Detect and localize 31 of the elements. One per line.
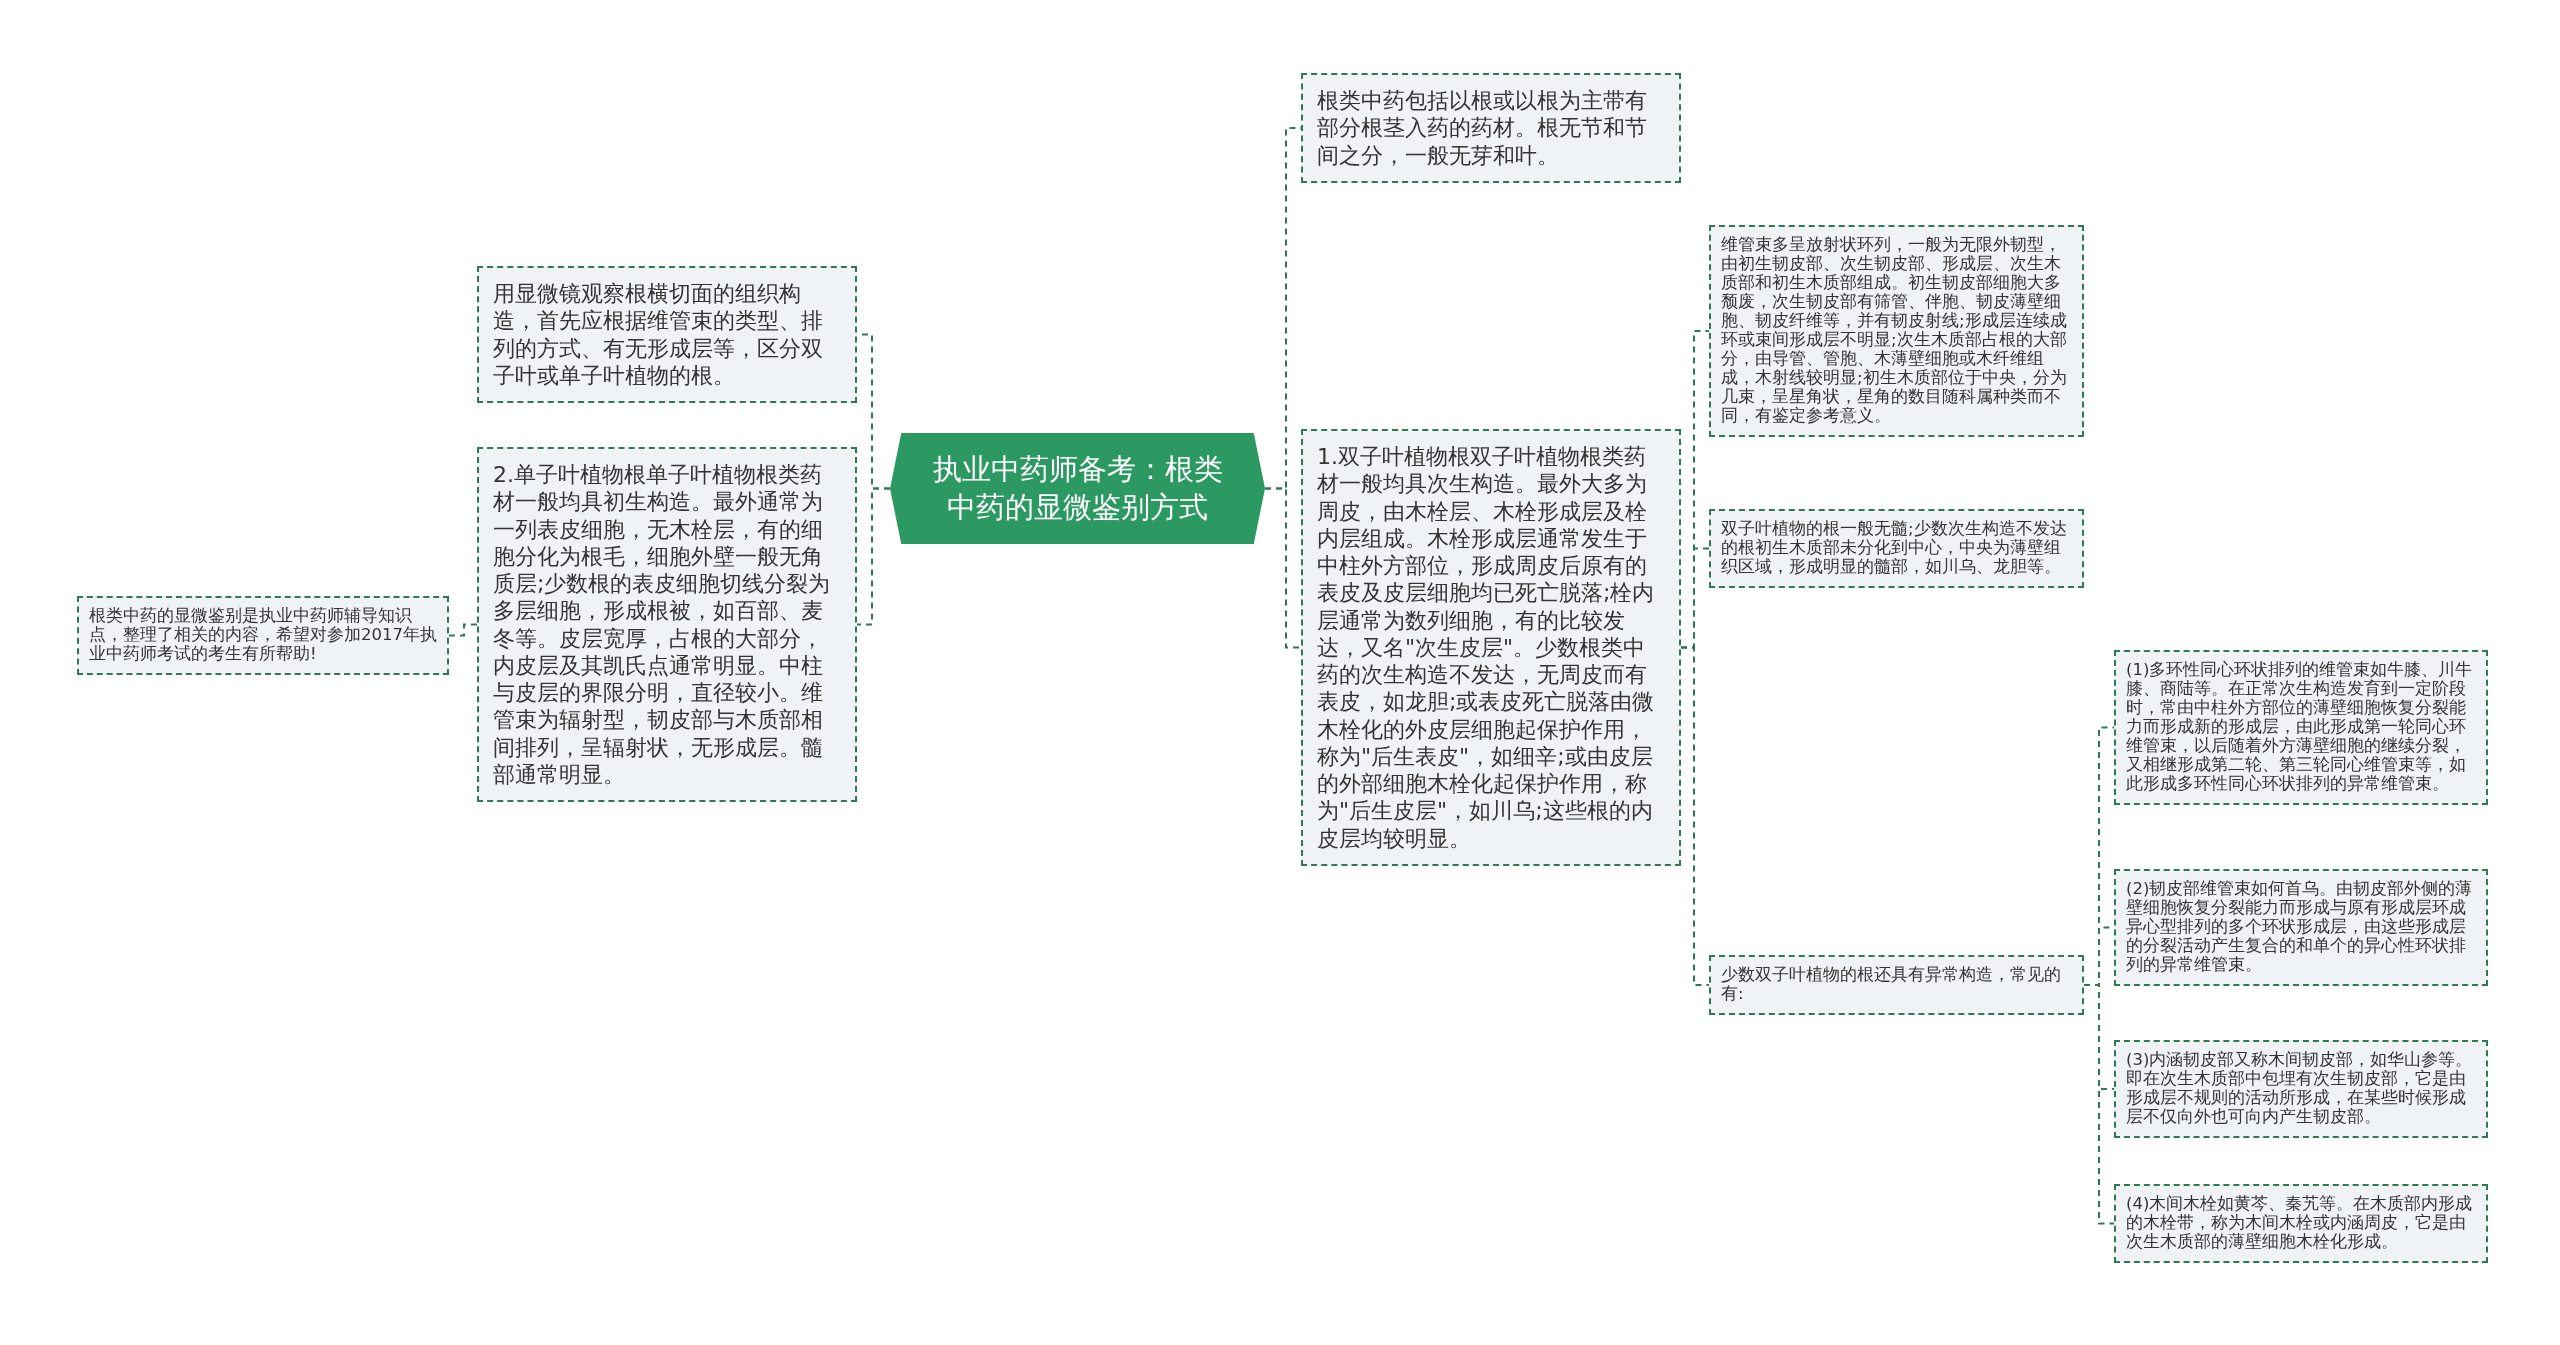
topic-card [1301,73,1681,183]
central-topic [890,433,1265,544]
connector [1680,646,1710,986]
topic-text: 1.双子叶植物根双子叶植物根类药材一般均具次生构造。最外大多为周皮，由木栓层、木栓形成层及栓内层组成。木栓形成层通常发生于中柱外方部位，形成周皮后原有的表皮及皮层细胞均已死亡脱落;栓内层通常为数列细胞，有的比较发达，又名"次生皮层"。少数根类中药的次生构造不发达，无周皮而有表皮，如龙胆;或表皮死亡脱落由微木栓化的外皮层细胞起保护作用，称为"后生表皮"，如细辛;或由皮层的外部细胞木栓化起保护作用，称为"后生皮层"，如川乌;这些根的内皮层均较明显。 [1317,443,1656,852]
topic-text: 双子叶植物的根一般无髓;少数次生构造不发达的根初生木质部未分化到中心，中央为薄壁组织区域，形成明显的髓部，如川乌、龙胆等。 [1721,520,2068,577]
topic-text: 用显微镜观察根横切面的组织构造，首先应根据维管束的类型、排列的方式、有无形成层等，区分双子叶或单子叶植物的根。 [493,280,824,390]
topic-card [477,266,857,404]
topic-card [1709,509,2084,588]
topic-text: (3)内涵韧皮部又称木间韧皮部，如华山参等。即在次生木质部中包埋有次生韧皮部，它是由形成层不规则的活动所形成，在某些时候形成层不仅向外也可向内产生韧皮部。 [2126,1051,2474,1127]
topic-text: 2.单子叶植物根单子叶植物根类药材一般均具初生构造。最外通常为一列表皮细胞，无木栓层，有的细胞分化为根毛，细胞外壁一般无角质层;少数根的表皮细胞切线分裂为多层细胞，形成根被，如百部、麦冬等。皮层宽厚，占根的大部分，内皮层及其凯氏点通常明显。中柱与皮层的界限分明，直径较小。维管束为辐射型，韧皮部与木质部相间排列，呈辐射状，无形成层。髓部通常明显。 [493,461,832,789]
topic-text: 少数双子叶植物的根还具有异常构造，常见的有: [1721,966,2062,1004]
topic-title: 执业中药师备考：根类中药的显微鉴别方式 [931,450,1224,526]
topic-card [2114,869,2488,986]
topic-card [2114,1184,2488,1263]
topic-card [2114,650,2488,805]
connector [856,487,891,626]
topic-card [1709,225,2084,437]
topic-card [1301,429,1681,866]
connector [1264,487,1302,649]
topic-card [2114,1040,2488,1138]
topic-text: (4)木间木栓如黄芩、秦艽等。在木质部内形成的木栓带，称为木间木栓或内涵周皮，它是由次生木质部的薄壁细胞木栓化形成。 [2126,1195,2474,1252]
topic-card [1709,955,2084,1015]
topic-card [477,447,857,803]
topic-text: 维管束多呈放射状环列，一般为无限外韧型，由初生韧皮部、次生韧皮部、形成层、次生木质部和初生木质部组成。初生韧皮部细胞大多颓废，次生韧皮部有筛管、伴胞、韧皮薄壁细胞、韧皮纤维等，并有韧皮射线;形成层连续成环或束间形成层不明显;次生木质部占根的大部分，由导管、管胞、木薄壁细胞或木纤维组成，木射线较明显;初生木质部位于中央，分为几束，呈星角状，星角的数目随科属种类而不同，有鉴定参考意义。 [1721,236,2068,426]
topic-text: 根类中药包括以根或以根为主带有部分根茎入药的药材。根无节和节间之分，一般无芽和叶。 [1317,87,1648,169]
connector [2083,984,2115,1225]
topic-text: (1)多环性同心环状排列的维管束如牛膝、川牛膝、商陆等。在正常次生构造发育到一定阶段时，常由中柱外方部位的薄壁细胞恢复分裂能力而形成新的形成层，由此形成第一轮同心环维管束，以后随着外方薄壁细胞的继续分裂，又相继形成第二轮、第三轮同心维管束等，如此形成多环性同心环状排列的异常维管束。 [2126,661,2474,794]
topic-text: (2)韧皮部维管束如何首乌。由韧皮部外侧的薄壁细胞恢复分裂能力而形成与原有形成层环成异心型排列的多个环状形成层，由这些形成层的分裂活动产生复合的和单个的异心性环状排列的异常维管束。 [2126,880,2474,975]
connector [448,623,478,637]
topic-text: 根类中药的显微鉴别是执业中药师辅导知识点，整理了相关的内容，希望对参加2017年执业中药师考试的考生有所帮助! [89,607,438,664]
topic-card [77,596,449,675]
